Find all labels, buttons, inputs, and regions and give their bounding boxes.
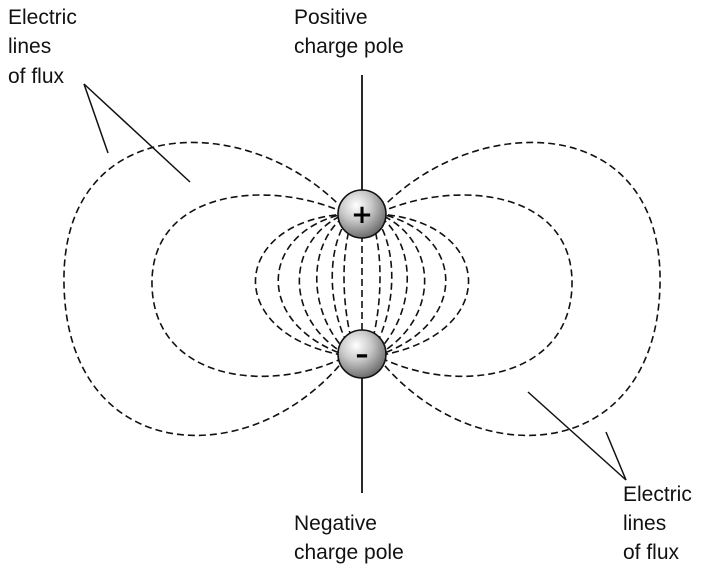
negative-pole-sphere <box>337 329 387 379</box>
flux-loop-right-6 <box>376 213 470 357</box>
flux-loop-right-7 <box>378 194 573 378</box>
negative-pole: – <box>337 329 387 379</box>
label-flux-top-left: Electric lines of flux <box>8 6 77 88</box>
label-negative-pole: Negative charge pole <box>294 512 404 564</box>
leader-top-left-inner <box>83 83 191 183</box>
leader-bottom-right-outer <box>605 431 627 481</box>
flux-loop-right-4 <box>373 211 426 358</box>
label-positive-pole: Positive charge pole <box>294 6 404 58</box>
positive-sign: + <box>351 200 373 230</box>
label-negative-line-1: Negative <box>294 512 377 535</box>
flux-loop-right-8 <box>379 141 661 437</box>
label-negative-line-2: charge pole <box>294 541 404 564</box>
flux-leaders-top-left <box>83 83 191 183</box>
label-positive-line-1: Positive <box>294 6 368 29</box>
label-flux-bottom-right-line-3: of flux <box>623 541 680 564</box>
positive-pole-sphere <box>337 189 387 239</box>
flux-loop-left-4 <box>298 211 351 358</box>
flux-loop-left-8 <box>63 141 345 437</box>
label-flux-bottom-right-line-1: Electric <box>623 483 692 506</box>
label-flux-top-left-line-3: of flux <box>8 65 65 88</box>
negative-sign: – <box>356 340 369 370</box>
field-loops-left <box>63 141 357 437</box>
flux-loop-left-5 <box>277 212 349 357</box>
label-flux-top-left-line-1: Electric <box>8 6 77 29</box>
label-flux-bottom-right: Electric lines of flux <box>623 483 692 564</box>
field-loops-right <box>367 141 661 437</box>
flux-loop-right-5 <box>375 212 447 357</box>
label-positive-line-2: charge pole <box>294 35 404 58</box>
flux-loop-left-7 <box>151 194 346 378</box>
flux-loop-left-3 <box>315 210 353 358</box>
flux-loop-left-6 <box>254 213 348 357</box>
label-flux-bottom-right-line-2: lines <box>623 512 666 535</box>
label-flux-top-left-line-2: lines <box>8 35 51 58</box>
positive-pole: + <box>337 189 387 239</box>
flux-leaders-bottom-right <box>527 391 627 481</box>
leader-top-left-outer <box>83 83 109 154</box>
leader-bottom-right-inner <box>527 391 627 481</box>
flux-loop-right-3 <box>371 210 409 358</box>
